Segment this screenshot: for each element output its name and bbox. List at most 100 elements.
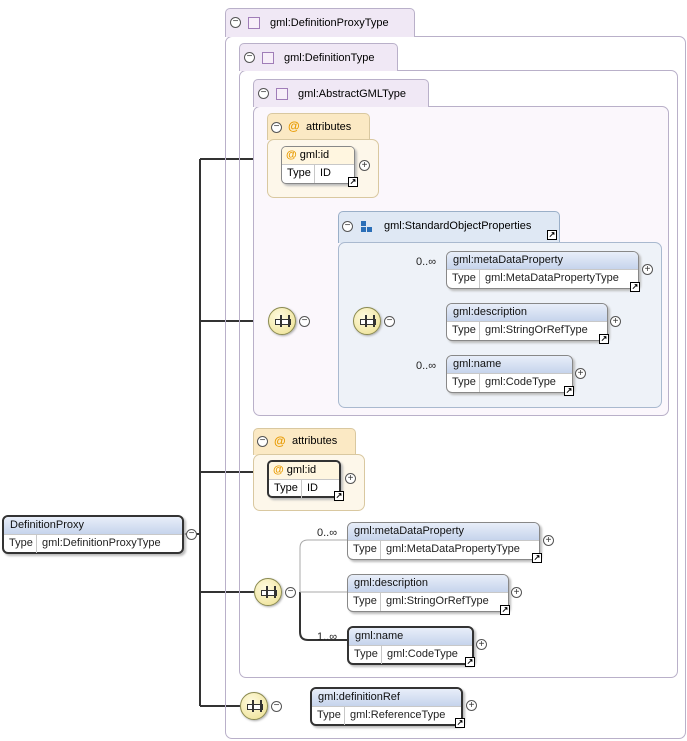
type-name: gml:AbstractGMLType: [298, 88, 406, 100]
link-icon[interactable]: ↗: [348, 177, 358, 187]
link-icon[interactable]: ↗: [500, 605, 510, 615]
collapse-icon[interactable]: −: [244, 52, 255, 63]
link-icon[interactable]: ↗: [564, 386, 574, 396]
definition-proxy-type-tab[interactable]: − gml:DefinitionProxyType: [225, 8, 415, 37]
expand-icon[interactable]: +: [345, 473, 356, 484]
definition-element-name[interactable]: gml:name Type gml:CodeType ↗: [347, 626, 475, 667]
expand-icon[interactable]: +: [466, 700, 477, 711]
attributes-label: attributes: [292, 435, 338, 447]
abstract-gml-type-tab[interactable]: − gml:AbstractGMLType: [253, 79, 429, 107]
collapse-icon[interactable]: −: [299, 316, 310, 327]
expand-icon[interactable]: +: [476, 639, 487, 650]
link-icon[interactable]: ↗: [532, 553, 542, 563]
cardinality: 0..∞: [317, 527, 338, 539]
complex-type-icon: [276, 88, 288, 100]
type-value: ID: [320, 167, 331, 179]
standard-object-properties-tab[interactable]: − gml:StandardObjectProperties ↗: [338, 211, 560, 243]
group-name: gml:StandardObjectProperties: [384, 220, 532, 232]
type-label: Type: [312, 707, 345, 725]
attribute-icon: @: [274, 434, 286, 448]
sequence-compositor-icon[interactable]: [268, 307, 296, 335]
root-element-definitionproxy[interactable]: DefinitionProxy Type gml:DefinitionProxyT…: [2, 515, 184, 554]
type-value: gml:ReferenceType: [350, 709, 446, 721]
element-name: gml:metaDataProperty: [447, 252, 638, 269]
inner-attributes-tab[interactable]: − @ attributes: [267, 113, 370, 140]
collapse-icon[interactable]: −: [271, 122, 282, 133]
cardinality: 1..∞: [317, 631, 338, 643]
collapse-icon[interactable]: −: [257, 436, 268, 447]
type-label: Type: [282, 165, 315, 183]
cardinality: 0..∞: [416, 256, 437, 268]
collapse-icon[interactable]: −: [258, 88, 269, 99]
expand-icon[interactable]: +: [610, 316, 621, 327]
collapse-icon[interactable]: −: [285, 587, 296, 598]
type-name: gml:DefinitionType: [284, 52, 375, 64]
type-label: Type: [447, 270, 480, 288]
expand-icon[interactable]: +: [575, 368, 586, 379]
expand-icon[interactable]: +: [359, 160, 370, 171]
collapse-icon[interactable]: −: [186, 529, 197, 540]
link-icon[interactable]: ↗: [465, 657, 475, 667]
attribute-icon: @: [286, 149, 297, 161]
collapse-icon[interactable]: −: [384, 316, 395, 327]
definition-type-box: [239, 70, 678, 678]
complex-type-icon: [262, 52, 274, 64]
link-icon[interactable]: ↗: [547, 230, 557, 240]
attribute-name: gml:id: [286, 464, 317, 476]
element-name: gml:description: [348, 575, 508, 592]
group-icon: [361, 221, 373, 233]
collapse-icon[interactable]: −: [271, 701, 282, 712]
attributes-label: attributes: [306, 121, 352, 133]
type-name: gml:DefinitionProxyType: [270, 17, 389, 29]
expand-icon[interactable]: +: [511, 587, 522, 598]
sequence-compositor-icon[interactable]: [240, 692, 268, 720]
definition-type-tab[interactable]: − gml:DefinitionType: [239, 43, 398, 71]
type-value: gml:DefinitionProxyType: [42, 537, 161, 549]
element-name: gml:metaDataProperty: [348, 523, 539, 540]
definition-element-metadataproperty[interactable]: gml:metaDataProperty Type gml:MetaDataPro…: [347, 522, 542, 563]
link-icon[interactable]: ↗: [334, 491, 344, 501]
type-value: gml:StringOrRefType: [386, 595, 489, 607]
attribute-icon: @: [273, 464, 284, 476]
type-value: gml:CodeType: [387, 648, 458, 660]
type-value: gml:MetaDataPropertyType: [485, 272, 619, 284]
attribute-icon: @: [288, 119, 300, 133]
inner-gml-id-attribute[interactable]: @ gml:id Type ID ↗: [281, 146, 358, 187]
definition-proxy-type-box: [225, 36, 686, 739]
type-label: Type: [269, 480, 302, 498]
group-element-metadataproperty[interactable]: gml:metaDataProperty Type gml:MetaDataPro…: [446, 251, 640, 292]
element-name: DefinitionProxy: [4, 517, 182, 534]
type-label: Type: [348, 541, 381, 559]
type-label: Type: [447, 374, 480, 392]
element-name: gml:name: [447, 356, 572, 373]
collapse-icon[interactable]: −: [230, 17, 241, 28]
type-label: Type: [349, 646, 382, 664]
type-label: Type: [447, 322, 480, 340]
element-name: gml:definitionRef: [312, 689, 461, 706]
type-value: gml:CodeType: [485, 376, 556, 388]
link-icon[interactable]: ↗: [599, 334, 609, 344]
collapse-icon[interactable]: −: [342, 221, 353, 232]
link-icon[interactable]: ↗: [630, 282, 640, 292]
outer-attributes-tab[interactable]: − @ attributes: [253, 428, 356, 455]
cardinality: 0..∞: [416, 360, 437, 372]
complex-type-icon: [248, 17, 260, 29]
attribute-name: gml:id: [299, 149, 330, 161]
element-name: gml:description: [447, 304, 607, 321]
type-label: Type: [4, 535, 37, 553]
outer-gml-id-attribute[interactable]: @ gml:id Type ID ↗: [267, 460, 344, 501]
type-value: gml:MetaDataPropertyType: [386, 543, 520, 555]
type-value: gml:StringOrRefType: [485, 324, 588, 336]
expand-icon[interactable]: +: [543, 535, 554, 546]
group-element-name[interactable]: gml:name Type gml:CodeType ↗: [446, 355, 574, 396]
link-icon[interactable]: ↗: [455, 718, 465, 728]
sequence-compositor-icon[interactable]: [353, 307, 381, 335]
sequence-compositor-icon[interactable]: [254, 578, 282, 606]
type-label: Type: [348, 593, 381, 611]
expand-icon[interactable]: +: [642, 264, 653, 275]
element-name: gml:name: [349, 628, 472, 645]
type-value: ID: [307, 482, 318, 494]
